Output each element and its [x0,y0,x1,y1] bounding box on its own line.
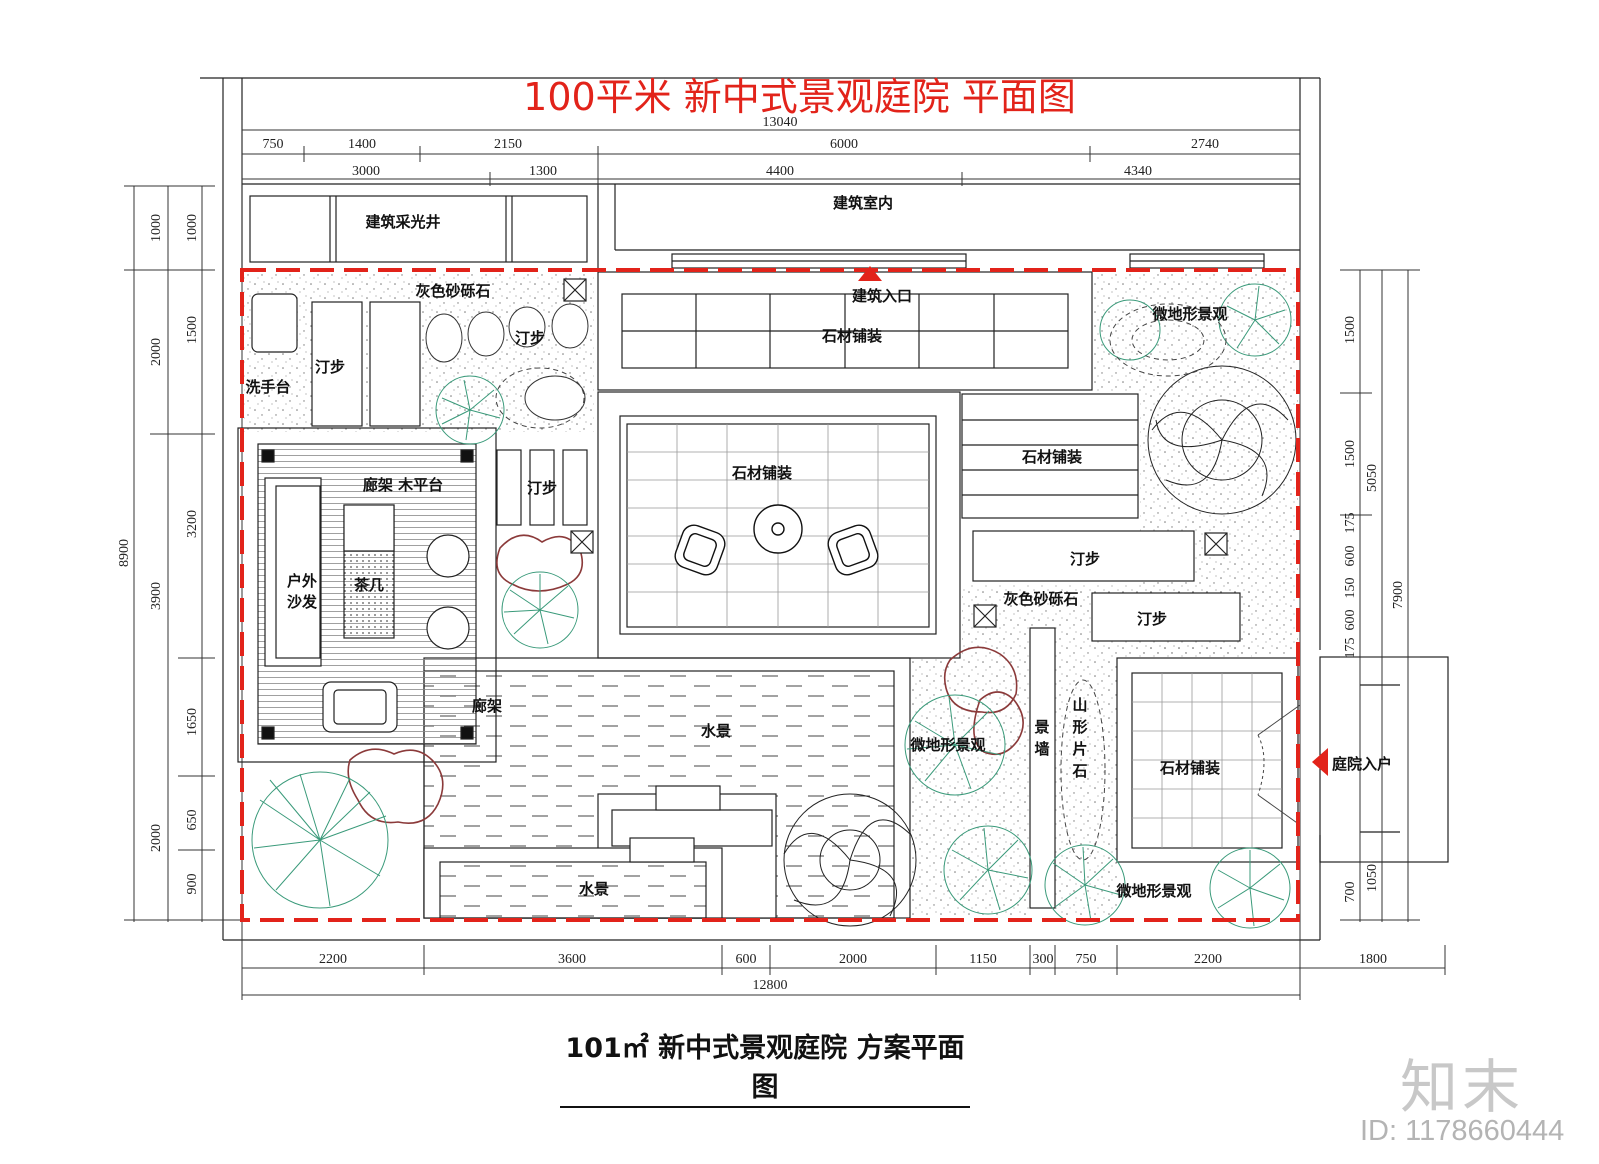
dim-bottom-8: 1800 [1359,952,1387,967]
dim-bottom-4: 1150 [969,952,996,967]
dim-top-r1-0: 750 [263,137,284,152]
green-plants [251,283,1292,929]
dim-top-r1-4: 2740 [1191,137,1219,152]
label-step-4: 汀步 [1070,550,1100,568]
dim-right-inner-3: 600 [1343,546,1358,567]
label-water-1: 水景 [701,722,731,740]
dim-bottom-3: 2000 [839,952,867,967]
label-stone-top: 石材铺装 [821,327,883,345]
site-boundary [240,268,1300,922]
dim-right-inner-4: 150 [1343,578,1358,599]
label-micro-terrain-3: 微地形景观 [1115,882,1191,900]
label-rockery: 山形片石 [1071,696,1087,780]
entrance-marker-top [858,266,882,281]
dim-right-inner-1: 1500 [1343,440,1358,468]
dim-left-outer-0: 1000 [149,214,164,242]
dim-right-inner-5: 600 [1343,610,1358,631]
dim-right-inner-0: 1500 [1343,316,1358,344]
dim-bottom-5: 300 [1033,952,1054,967]
terrain-contours [495,303,1227,861]
dim-right-inner-2: 175 [1343,513,1358,534]
pergola-deck [237,427,497,763]
dim-left-inner-2: 3200 [185,510,200,538]
label-step-1: 汀步 [515,329,545,347]
label-micro-terrain-1: 微地形景观 [1151,305,1227,323]
label-lightwell: 建筑采光井 [365,213,440,231]
dim-left-inner-1: 1500 [185,316,200,344]
dim-bottom-7: 2200 [1194,952,1222,967]
dim-top-r2-2: 4400 [766,164,794,179]
label-step-5: 汀步 [1137,610,1167,628]
lamp-boxes [563,278,1228,628]
entrance-marker-right [1312,748,1328,776]
dim-top-r2-3: 4340 [1124,164,1152,179]
dim-top-r2-0: 3000 [352,164,380,179]
label-water-2: 水景 [579,880,609,898]
label-entrance: 建筑入口 [852,287,912,305]
court-furniture [674,504,879,576]
label-gravel-1: 灰色砂砾石 [415,282,490,300]
label-outdoor-sofa: 户外沙发 [287,572,318,611]
label-micro-terrain-2: 微地形景观 [909,736,985,754]
dim-top-r1-1: 1400 [348,137,376,152]
label-stone-right: 石材铺装 [1021,448,1083,466]
dim-right-outer: 7900 [1391,581,1406,609]
entry-doors [1257,704,1301,826]
shrub-outlines [347,534,1024,824]
label-wash-basin: 洗手台 [245,378,290,396]
dimension-texts: 13040 750 1400 2150 6000 2740 3000 1300 … [117,115,1406,993]
dim-left-inner-5: 900 [185,874,200,895]
dim-top-r1-2: 2150 [494,137,522,152]
watermark-logo: 知末 [1400,1053,1525,1121]
dim-left-inner-4: 650 [185,810,200,831]
dim-left-inner-3: 1650 [185,708,200,736]
vertical-labels: 户外沙发 景墙 山形片石 [287,572,1088,780]
dim-left-total: 8900 [117,539,132,567]
dim-right-inner-7: 700 [1343,882,1358,903]
dim-bottom-6: 750 [1076,952,1097,967]
dim-top-r2-1: 1300 [529,164,557,179]
dim-right-inner-6: 175 [1343,638,1358,659]
dim-bottom-1: 3600 [558,952,586,967]
dim-right-small: 1050 [1365,864,1380,892]
dim-left-outer-2: 3900 [149,582,164,610]
label-stone-entry: 石材铺装 [1159,759,1221,777]
stepping-ovals [425,303,589,421]
dim-bottom-0: 2200 [319,952,347,967]
label-pergola-deck: 廊架 木平台 [363,476,443,494]
label-feature-wall: 景墙 [1034,718,1049,758]
label-indoor: 建筑室内 [833,194,893,212]
dim-top-r1-3: 6000 [830,137,858,152]
dim-left-outer-1: 2000 [149,338,164,366]
label-gravel-2: 灰色砂砾石 [1003,590,1078,608]
dim-left-outer-3: 2000 [149,824,164,852]
drawing-subtitle: 101㎡ 新中式景观庭院 方案平面图 [560,1026,970,1108]
dim-left-inner-0: 1000 [185,214,200,242]
plan-labels: 建筑采光井 建筑室内 建筑入口 灰色砂砾石 石材铺装 汀步 汀步 洗手台 微地形… [245,194,1392,900]
label-yard-entry: 庭院入户 [1332,755,1392,773]
label-step-3: 汀步 [527,479,557,497]
label-stone-center: 石材铺装 [731,464,793,482]
dim-top-total: 13040 [763,115,798,130]
label-pergola: 廊架 [472,697,502,715]
dim-right-mid: 5050 [1365,464,1380,492]
dim-bottom-2: 600 [736,952,757,967]
watermark-id: ID: 1178660444 [1360,1115,1565,1147]
dim-bottom-total: 12800 [753,978,788,993]
page-title: 100平米 新中式景观庭院 平面图 [523,75,1076,119]
label-step-2: 汀步 [315,358,345,376]
label-tea-table: 茶几 [354,576,384,594]
